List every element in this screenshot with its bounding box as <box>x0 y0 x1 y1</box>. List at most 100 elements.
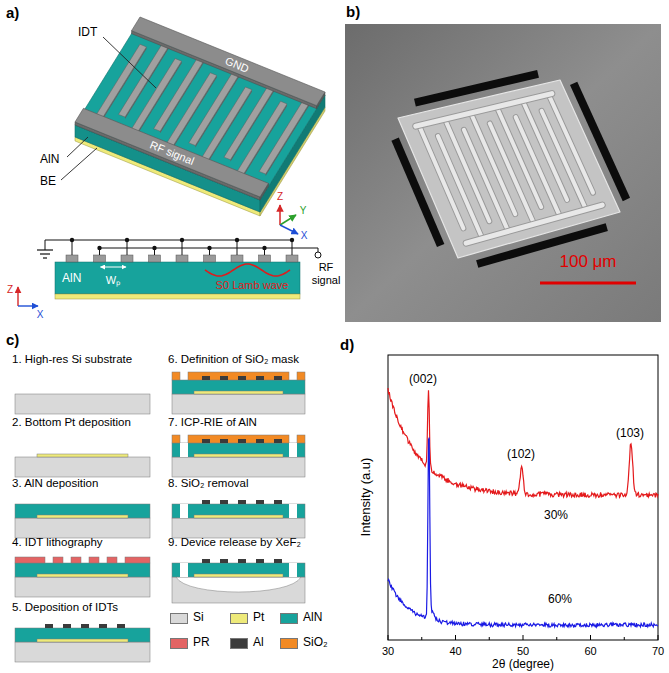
photoresist <box>107 557 117 563</box>
etch-trench <box>180 504 188 518</box>
legend-swatch <box>280 638 298 649</box>
wire <box>182 240 183 255</box>
process-step-art <box>15 504 150 538</box>
electrode <box>149 255 161 262</box>
process-step-art <box>15 624 150 662</box>
idt-finger <box>132 59 182 132</box>
release-slot <box>391 138 444 248</box>
etch-trench <box>180 443 188 457</box>
release-cavity <box>176 577 301 592</box>
axis-tick <box>624 637 625 640</box>
axis-title: Intensity (a.u) <box>359 458 374 537</box>
axis-tick <box>556 637 557 640</box>
al-electrode <box>256 559 264 563</box>
wire <box>237 240 238 255</box>
step-caption: 9. Device release by XeF₂ <box>168 536 301 549</box>
plot-frame <box>388 355 658 640</box>
idt-finger <box>224 87 274 160</box>
electrode <box>94 255 106 262</box>
electrode <box>176 255 188 262</box>
si-layer <box>15 642 150 662</box>
al-electrode <box>274 376 282 380</box>
aln-layer <box>172 563 305 577</box>
etch-trench <box>289 504 297 518</box>
al-electrode <box>220 439 228 443</box>
idt-finger <box>259 101 309 174</box>
axis-label: Y <box>300 205 307 217</box>
tick-label: 30 <box>382 645 394 658</box>
al-electrode <box>256 500 264 504</box>
peak-label: (103) <box>616 427 644 441</box>
idt-finger <box>119 44 169 117</box>
scale-label: 100 μm <box>559 252 616 272</box>
legend-swatch <box>230 638 248 649</box>
axis-label: X <box>37 309 44 321</box>
ground-symbol <box>45 240 46 250</box>
bus-bar-side <box>75 122 260 200</box>
al-electrode <box>220 376 228 380</box>
si-layer <box>172 577 305 603</box>
terminal <box>315 252 321 258</box>
tick-label: 50 <box>517 645 529 658</box>
axis-arrow <box>17 287 18 306</box>
series-label: 30% <box>544 509 568 523</box>
process-step-art <box>172 500 305 538</box>
layer-label: AlN <box>62 272 81 286</box>
step-caption: 6. Definition of SiO₂ mask <box>168 353 299 366</box>
pitch-arrow <box>101 267 127 268</box>
dimension-label: Wₚ <box>106 274 120 287</box>
leader-line <box>103 37 156 88</box>
process-step-art <box>15 394 150 414</box>
al-electrode <box>238 500 246 504</box>
al-electrode <box>81 624 89 628</box>
si-layer <box>15 457 150 477</box>
aln-layer <box>172 504 305 518</box>
electrode <box>259 255 271 262</box>
sio2-mask <box>297 372 305 380</box>
panel-letter: b) <box>346 3 360 20</box>
peak-label: (002) <box>409 373 437 387</box>
si-layer <box>15 577 150 597</box>
al-electrode <box>220 500 228 504</box>
legend-text: AlN <box>303 611 322 625</box>
legend-text: Al <box>253 636 264 650</box>
junction-dot <box>125 238 129 242</box>
pt-layer <box>194 391 283 394</box>
axis-tick <box>489 637 490 640</box>
si-layer <box>172 518 305 538</box>
al-electrode <box>274 439 282 443</box>
sio2-mask <box>188 435 289 443</box>
al-electrode <box>220 559 228 563</box>
al-electrode <box>238 559 246 563</box>
peak-label: (102) <box>507 448 535 462</box>
device-3d <box>61 17 325 234</box>
wave-label: S0 Lamb wave <box>216 279 289 292</box>
junction-dot <box>262 246 266 250</box>
electrode <box>204 255 216 262</box>
release-slot <box>414 70 539 107</box>
pt-layer <box>194 574 283 577</box>
axis-arrow <box>279 205 281 225</box>
aln-layer <box>55 262 300 294</box>
junction-dot <box>235 238 239 242</box>
wire <box>127 240 128 255</box>
electrode <box>231 255 243 262</box>
legend-swatch <box>170 613 188 624</box>
leader-line <box>67 137 88 157</box>
sio2-mask <box>188 372 289 380</box>
axis-label: Z <box>7 284 13 296</box>
photoresist <box>53 557 63 563</box>
ground-symbol <box>43 257 47 258</box>
panel-letter: c) <box>6 331 19 348</box>
pt-layer <box>37 515 128 518</box>
axis-tick <box>455 635 456 640</box>
ground-symbol <box>37 249 53 250</box>
signal-wire <box>318 248 319 252</box>
process-step-art <box>172 435 305 477</box>
axis-tick <box>658 635 659 640</box>
bottom-electrode <box>55 294 300 299</box>
xrd-chart <box>388 355 658 640</box>
axis-label: Z <box>277 191 283 203</box>
